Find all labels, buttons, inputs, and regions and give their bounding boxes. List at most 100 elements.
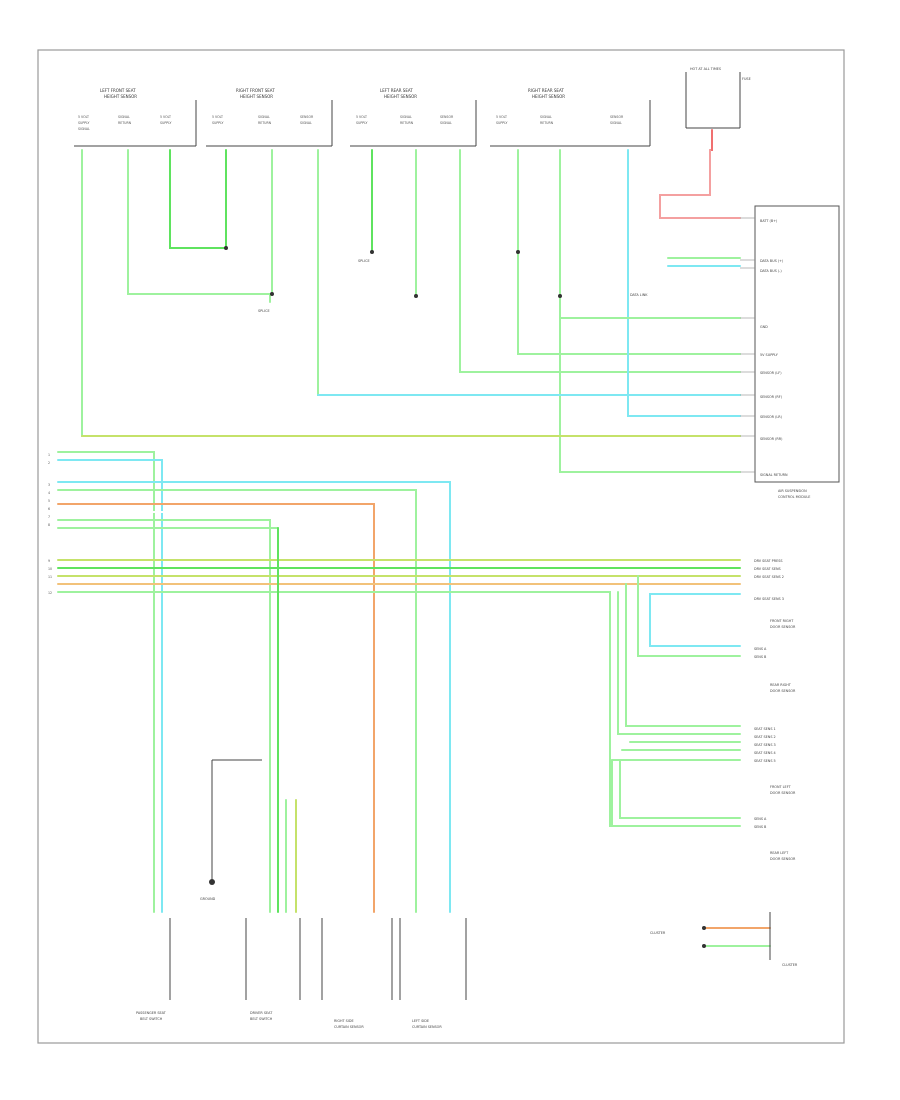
module-label-main: AIR SUSPENSION	[778, 489, 807, 493]
svg-text:HEIGHT SENSOR: HEIGHT SENSOR	[384, 94, 417, 99]
svg-text:DRV SEAT PRESS: DRV SEAT PRESS	[754, 559, 783, 563]
svg-text:HEIGHT SENSOR: HEIGHT SENSOR	[104, 94, 137, 99]
svg-text:DRV SEAT SENS 2: DRV SEAT SENS 2	[754, 575, 784, 579]
svg-text:SENS B: SENS B	[754, 825, 767, 829]
svg-text:SIGNAL: SIGNAL	[78, 127, 90, 131]
svg-text:RETURN: RETURN	[118, 121, 132, 125]
svg-text:5 VOLT: 5 VOLT	[356, 115, 367, 119]
svg-text:5 VOLT: 5 VOLT	[212, 115, 223, 119]
svg-text:8: 8	[48, 523, 50, 527]
rear-right-door-label: REAR RIGHT	[770, 683, 792, 687]
svg-text:5 VOLT: 5 VOLT	[78, 115, 89, 119]
svg-text:HEIGHT SENSOR: HEIGHT SENSOR	[240, 94, 273, 99]
svg-text:10: 10	[48, 567, 52, 571]
svg-text:5: 5	[48, 499, 50, 503]
svg-text:SIGNAL: SIGNAL	[400, 115, 412, 119]
svg-text:DOOR SENSOR: DOOR SENSOR	[770, 689, 796, 693]
svg-text:5 VOLT: 5 VOLT	[160, 115, 171, 119]
door-sensor-left: SEAT SENS 1 SEAT SENS 2 SEAT SENS 3 SEAT…	[611, 583, 796, 861]
diagram-frame	[37, 49, 845, 1044]
svg-text:DRV SEAT SENS 3: DRV SEAT SENS 3	[754, 597, 784, 601]
svg-text:SIGNAL RETURN: SIGNAL RETURN	[760, 473, 788, 477]
front-right-door-label: FRONT RIGHT	[770, 619, 794, 623]
sensor-groups-top: LEFT FRONT SEAT HEIGHT SENSOR RIGHT FRON…	[74, 88, 651, 147]
sensor-label-lr: LEFT REAR SEAT	[380, 88, 413, 93]
front-left-door-label: FRONT LEFT	[770, 785, 792, 789]
sensor-label-rr: RIGHT REAR SEAT	[528, 88, 564, 93]
svg-text:SENSOR (LF): SENSOR (LF)	[760, 371, 782, 375]
svg-text:SENSOR (RF): SENSOR (RF)	[760, 395, 783, 399]
bottom-components: GROUND PASSENGER SEAT BELT SWITCH DRIVER…	[136, 527, 467, 1029]
svg-text:6: 6	[48, 507, 50, 511]
svg-text:SENS A: SENS A	[754, 817, 767, 821]
svg-text:RETURN: RETURN	[258, 121, 272, 125]
svg-text:12: 12	[48, 591, 52, 595]
svg-text:SEAT SENS 4: SEAT SENS 4	[754, 751, 776, 755]
svg-text:RETURN: RETURN	[540, 121, 554, 125]
svg-text:SENSOR: SENSOR	[300, 115, 314, 119]
sensor-label-lf: LEFT FRONT SEAT	[100, 88, 136, 93]
svg-text:SUPPLY: SUPPLY	[212, 121, 224, 125]
svg-text:CLUSTER: CLUSTER	[650, 931, 666, 935]
svg-text:GROUND: GROUND	[200, 897, 216, 901]
svg-text:DRV SEAT SENS: DRV SEAT SENS	[754, 567, 781, 571]
svg-text:SPLICE: SPLICE	[358, 259, 370, 263]
splices-top: SPLICE SPLICE	[224, 246, 562, 313]
svg-text:7: 7	[48, 515, 50, 519]
svg-text:BATT (B+): BATT (B+)	[760, 219, 778, 223]
svg-text:DOOR SENSOR: DOOR SENSOR	[770, 857, 796, 861]
svg-text:HEIGHT SENSOR: HEIGHT SENSOR	[532, 94, 565, 99]
svg-text:2: 2	[48, 461, 50, 465]
svg-text:3: 3	[48, 483, 50, 487]
svg-text:RETURN: RETURN	[400, 121, 414, 125]
svg-text:CONTROL MODULE: CONTROL MODULE	[778, 495, 810, 499]
svg-text:1: 1	[48, 453, 50, 457]
svg-text:RIGHT SIDE: RIGHT SIDE	[334, 1019, 354, 1023]
svg-text:SENS B: SENS B	[754, 655, 767, 659]
svg-text:SIGNAL: SIGNAL	[118, 115, 130, 119]
svg-text:SIGNAL: SIGNAL	[258, 115, 270, 119]
svg-text:5V SUPPLY: 5V SUPPLY	[760, 353, 779, 357]
svg-text:SEAT SENS 1: SEAT SENS 1	[754, 727, 776, 731]
rear-left-door-label: REAR LEFT	[770, 851, 789, 855]
svg-text:SENSOR (LR): SENSOR (LR)	[760, 415, 783, 419]
svg-text:BELT SWITCH: BELT SWITCH	[250, 1017, 273, 1021]
door-sensor-right-front: DRV SEAT PRESS DRV SEAT SENS DRV SEAT SE…	[637, 559, 796, 693]
svg-text:SENSOR (RR): SENSOR (RR)	[760, 437, 783, 441]
svg-text:SUPPLY: SUPPLY	[356, 121, 368, 125]
svg-text:PASSENGER SEAT: PASSENGER SEAT	[136, 1011, 167, 1015]
svg-text:SENS A: SENS A	[754, 647, 767, 651]
svg-text:CURTAIN SENSOR: CURTAIN SENSOR	[412, 1025, 442, 1029]
svg-text:DATA LINK: DATA LINK	[630, 293, 648, 297]
svg-text:SIGNAL: SIGNAL	[300, 121, 312, 125]
svg-text:FUSE: FUSE	[742, 77, 751, 81]
wires-top	[81, 149, 741, 473]
svg-text:LEFT SIDE: LEFT SIDE	[412, 1019, 429, 1023]
svg-text:CURTAIN SENSOR: CURTAIN SENSOR	[334, 1025, 364, 1029]
svg-text:SENSOR: SENSOR	[610, 115, 624, 119]
svg-text:SIGNAL: SIGNAL	[440, 121, 452, 125]
svg-text:11: 11	[48, 575, 52, 579]
svg-text:SUPPLY: SUPPLY	[78, 121, 90, 125]
power-feed: HOT AT ALL TIMES FUSE	[659, 67, 751, 219]
svg-text:SEAT SENS 5: SEAT SENS 5	[754, 759, 776, 763]
control-module: BATT (B+) DATA BUS (+) DATA BUS (-) GND …	[630, 205, 840, 499]
svg-text:SUPPLY: SUPPLY	[160, 121, 172, 125]
svg-text:DOOR SENSOR: DOOR SENSOR	[770, 625, 796, 629]
svg-text:SIGNAL: SIGNAL	[610, 121, 622, 125]
svg-text:4: 4	[48, 491, 50, 495]
svg-text:BELT SWITCH: BELT SWITCH	[140, 1017, 163, 1021]
sensor-label-rf: RIGHT FRONT SEAT	[236, 88, 275, 93]
svg-text:SEAT SENS 2: SEAT SENS 2	[754, 735, 776, 739]
svg-text:DATA BUS (+): DATA BUS (+)	[760, 259, 784, 263]
svg-text:DOOR SENSOR: DOOR SENSOR	[770, 791, 796, 795]
svg-text:5 VOLT: 5 VOLT	[496, 115, 507, 119]
svg-text:CLUSTER: CLUSTER	[782, 963, 798, 967]
svg-text:SUPPLY: SUPPLY	[496, 121, 508, 125]
svg-text:SENSOR: SENSOR	[440, 115, 454, 119]
svg-text:GND: GND	[760, 325, 768, 329]
svg-text:SEAT SENS 3: SEAT SENS 3	[754, 743, 776, 747]
svg-text:DATA BUS (-): DATA BUS (-)	[760, 269, 782, 273]
